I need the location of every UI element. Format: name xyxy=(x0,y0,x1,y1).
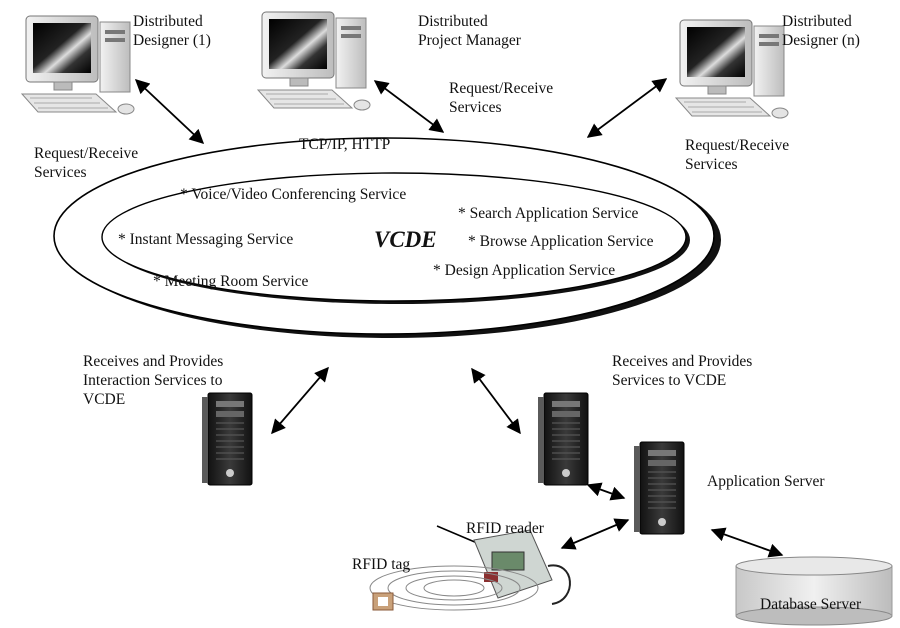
project-manager-computer-icon xyxy=(257,11,371,111)
label-link-left: Request/Receive Services xyxy=(34,145,139,181)
label-application-server: Application Server xyxy=(707,473,825,490)
services-server-icon xyxy=(537,392,589,486)
arrow-project-manager xyxy=(373,80,445,133)
service-search: * Search Application Service xyxy=(458,205,639,222)
label-database-server: Database Server xyxy=(760,596,862,613)
label-project-manager: Distributed Project Manager xyxy=(418,13,521,49)
service-voice-video: * Voice/Video Conferencing Service xyxy=(180,186,407,203)
arrow-designer-1 xyxy=(134,79,205,144)
arrow-interaction-server xyxy=(271,366,329,435)
designer-n-computer-icon xyxy=(675,19,789,119)
arrow-services-server xyxy=(471,367,521,435)
designer-1-computer-icon xyxy=(21,15,135,115)
label-designer-n: Distributed Designer (n) xyxy=(782,13,860,49)
database-server-icon xyxy=(735,556,893,626)
label-rfid-reader: RFID reader xyxy=(466,520,544,537)
service-instant-messaging: * Instant Messaging Service xyxy=(118,231,294,248)
application-server-icon xyxy=(633,441,685,535)
label-link-right: Request/Receive Services xyxy=(685,137,790,173)
service-meeting-room: * Meeting Room Service xyxy=(153,273,309,290)
service-browse: * Browse Application Service xyxy=(468,233,654,250)
service-design: * Design Application Service xyxy=(433,262,616,279)
rfid-tag-icon xyxy=(369,565,539,611)
label-interaction-server: Receives and Provides Interaction Servic… xyxy=(83,353,224,408)
arrow-server-app xyxy=(586,482,626,501)
arrow-designer-n xyxy=(586,78,668,138)
arrow-app-database xyxy=(710,527,784,558)
vcde-title: VCDE xyxy=(374,227,437,252)
label-rfid-tag: RFID tag xyxy=(352,556,411,573)
label-designer-1: Distributed Designer (1) xyxy=(133,13,211,49)
vcde-inner-ellipse xyxy=(101,172,687,302)
label-link-middle: Request/Receive Services xyxy=(449,80,554,116)
arrow-rfid-app xyxy=(560,518,630,550)
label-protocol: TCP/IP, HTTP xyxy=(299,136,391,153)
label-services-server: Receives and Provides Services to VCDE xyxy=(612,353,753,389)
